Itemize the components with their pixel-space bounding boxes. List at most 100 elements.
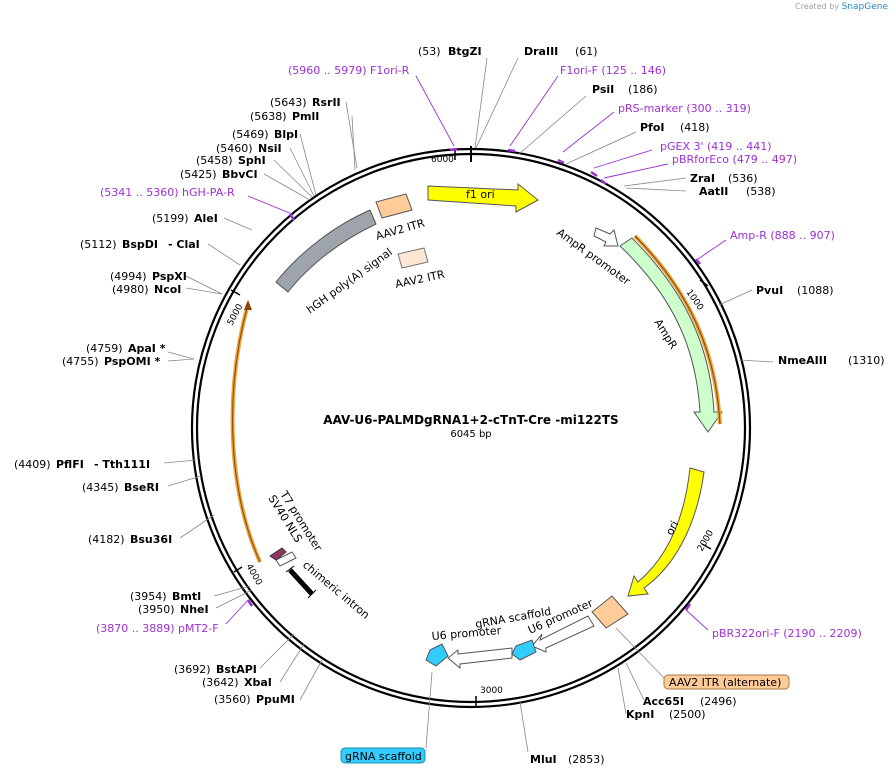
enzyme-pspomi: (4755) PspOMI * [62,355,161,368]
feature-grna-scaffold-left [425,643,449,667]
enzyme-aatii: AatII (538) [699,185,776,198]
enzyme-bspdi: (5112)BspDI- ClaI [80,238,200,251]
enzyme-zrai: ZraI(536) [690,172,758,185]
svg-text:NcoI: NcoI [154,283,181,296]
svg-text:PsiI: PsiI [592,83,614,96]
svg-text:BstAPI: BstAPI [216,663,257,676]
svg-text:(5469): (5469) [232,128,269,141]
enzyme-bstapi: (3692) BstAPI [174,663,257,676]
svg-text:(3692): (3692) [174,663,211,676]
svg-text:(3642): (3642) [202,676,239,689]
primer-f1ori-f: F1ori-F (125 .. 146) [560,64,666,77]
callout-aav2-itr-alternate: AAV2 ITR (alternate) [663,674,790,690]
svg-text:DraIII: DraIII [524,45,558,58]
enzyme-nmeaiii: NmeAIII (1310) [778,354,885,367]
enzyme-kpni: KpnI (2500) [626,708,706,721]
svg-text:(4755): (4755) [62,355,99,368]
svg-text:(3560): (3560) [214,693,251,706]
svg-text:AleI: AleI [194,212,218,225]
svg-text:(5638): (5638) [250,110,287,123]
svg-text:AatII: AatII [699,185,728,198]
label-u6-promoter-left: U6 promoter [431,624,502,643]
enzyme-draiii: DraIII (61) [524,45,598,58]
svg-text:XbaI: XbaI [244,676,272,689]
svg-text:PspOMI *: PspOMI * [104,355,161,368]
feature-left-orange-arc [230,300,262,563]
svg-text:(53): (53) [418,45,441,58]
enzyme-nhei: (3950)NheI [138,603,209,616]
svg-text:(4345): (4345) [82,481,119,494]
svg-text:ZraI: ZraI [690,172,715,185]
svg-text:KpnI: KpnI [626,708,654,721]
enzyme-pfoi: PfoI (418) [640,121,710,134]
enzyme-pvui: PvuI(1088) [756,284,834,297]
svg-text:- ClaI: - ClaI [168,238,200,251]
svg-text:(2853): (2853) [568,753,605,766]
primer-prs-marker: pRS-marker (300 .. 319) [618,102,751,115]
feature-f1-ori [427,182,539,213]
svg-text:(5425): (5425) [180,168,217,181]
feature-ampr-promoter [593,227,619,247]
enzyme-bmti: (3954)BmtI [130,590,201,603]
svg-text:BseRI: BseRI [124,481,159,494]
feature-aav2-itr-top [375,193,413,219]
svg-text:RsrII: RsrII [312,96,341,109]
enzyme-xbai: (3642) XbaI [202,676,272,689]
enzyme-btgzi: (53) BtgZI [418,45,482,58]
primer-pbrforeco: pBRforEco (479 .. 497) [672,153,797,166]
callout-grna-scaffold: gRNA scaffold [340,747,426,764]
enzyme-apai: (4759) ApaI * [86,342,166,355]
svg-text:(4759): (4759) [86,342,123,355]
svg-text:(1310): (1310) [848,354,885,367]
enzyme-pflfi: (4409)PflFI- Tth111I [14,458,150,471]
enzyme-pspxi: (4994)PspXI [110,270,187,283]
svg-text:PflFI: PflFI [56,458,84,471]
svg-text:(3954): (3954) [130,590,167,603]
svg-text:(5460): (5460) [216,142,253,155]
svg-text:(538): (538) [746,185,776,198]
svg-text:- Tth111I: - Tth111I [94,458,150,471]
svg-text:NmeAIII: NmeAIII [778,354,827,367]
feature-grna-scaffold-right [511,639,537,661]
enzyme-mlui: MluI (2853) [530,753,605,766]
svg-text:(61): (61) [575,45,598,58]
enzyme-alei: (5199) AleI [152,212,218,225]
primer-pmt2-f: (3870 .. 3889) pMT2-F [96,622,219,635]
enzyme-rsrii: (5643)RsrII [270,96,341,109]
tick-2000: 2000 [696,528,716,553]
svg-text:gRNA scaffold: gRNA scaffold [345,750,422,763]
svg-text:BtgZI: BtgZI [448,45,482,58]
svg-text:(418): (418) [680,121,710,134]
svg-text:(5199): (5199) [152,212,189,225]
snapgene-watermark: Created by SnapGene [795,2,888,12]
position-ticks [230,150,712,708]
svg-text:NsiI: NsiI [258,142,282,155]
svg-text:Bsu36I: Bsu36I [130,533,172,546]
primer-amp-r: Amp-R (888 .. 907) [730,229,835,242]
tick-6000: 6000 [431,155,454,165]
svg-text:MluI: MluI [530,753,557,766]
feature-u6-promoter-right [531,615,595,653]
svg-text:Acc65I: Acc65I [643,695,684,708]
svg-text:PmlI: PmlI [292,110,319,123]
feature-chimeric-intron [285,565,317,599]
svg-text:(1088): (1088) [797,284,834,297]
svg-text:ApaI *: ApaI * [128,342,166,355]
feature-u6-promoter-left [447,647,513,670]
primer-marks [246,147,701,611]
svg-text:BlpI: BlpI [274,128,298,141]
svg-text:PfoI: PfoI [640,121,665,134]
svg-text:(2496): (2496) [700,695,737,708]
feature-ampr [619,234,723,433]
svg-text:(2500): (2500) [669,708,706,721]
enzyme-pmli: (5638) PmlI [250,110,319,123]
svg-text:(186): (186) [628,83,658,96]
enzyme-ppumi: (3560)PpuMI [214,693,295,706]
feature-t7-promoter [275,551,297,567]
svg-text:SphI: SphI [238,154,266,167]
svg-text:(4994): (4994) [110,270,147,283]
label-ori: ori [663,519,681,538]
label-f1-ori: f1 ori [466,188,495,201]
backbone-inner [195,152,747,704]
